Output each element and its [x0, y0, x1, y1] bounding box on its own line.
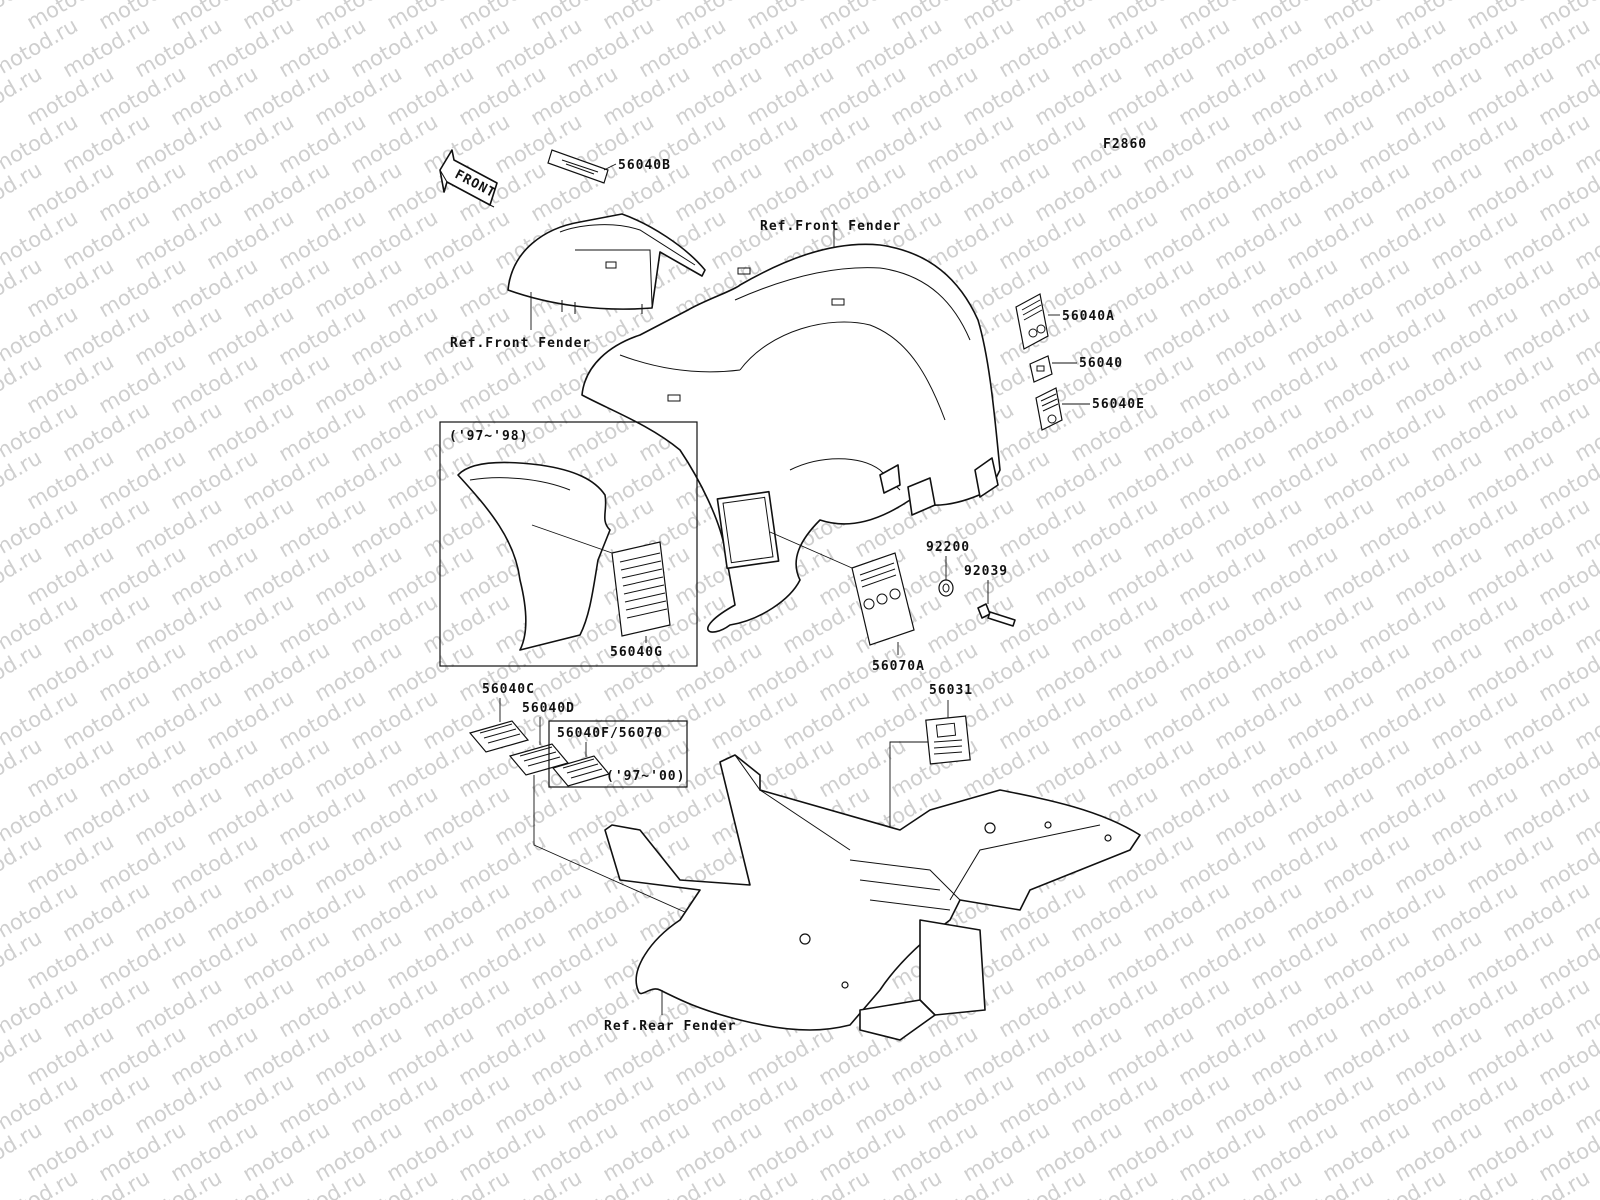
part-label-56040: 56040 — [1079, 356, 1123, 371]
washer-92200: 92200 — [926, 540, 970, 597]
part-label-92039: 92039 — [964, 564, 1008, 579]
part-label-56040b: 56040B — [618, 158, 671, 173]
decal-56040b: 56040B — [547, 149, 671, 184]
part-label-56031: 56031 — [929, 683, 973, 698]
part-label-56040e: 56040E — [1092, 397, 1145, 412]
inset-1997-1998: ('97~'98) 56040G — [439, 421, 698, 667]
part-label-92200: 92200 — [926, 540, 970, 555]
bolt-92039: 92039 — [964, 564, 1016, 627]
ref-rear-fender: Ref.Rear Fender — [604, 1019, 736, 1034]
ref-front-fender-left: Ref.Front Fender — [450, 336, 591, 351]
part-label-56040c: 56040C — [482, 682, 535, 697]
decal-group-c-d-f: 56040C 56040D 56040F/56070 ('97~'00) — [468, 682, 715, 938]
part-label-56040g: 56040G — [610, 645, 663, 660]
part-label-56040d: 56040D — [522, 701, 575, 716]
part-label-56040f-56070: 56040F/56070 — [557, 726, 663, 741]
part-label-56070a: 56070A — [872, 659, 925, 674]
part-label-56040a: 56040A — [1062, 309, 1115, 324]
decal-56040: 56040 — [1029, 355, 1123, 383]
figure-code: F2860 — [1103, 137, 1147, 152]
years-range-label: ('97~'00) — [606, 769, 685, 784]
front-fender-body: Ref.Front Fender — [581, 219, 1001, 633]
decal-56040a: 56040A — [1015, 293, 1115, 350]
decal-56040e: 56040E — [1035, 387, 1145, 431]
ref-front-fender-top: Ref.Front Fender — [760, 219, 901, 234]
front-fender-top-cover: Ref.Front Fender — [450, 213, 706, 351]
decal-56070a: 56070A — [769, 531, 925, 674]
rear-fender-body: Ref.Rear Fender — [604, 754, 1141, 1041]
inset-years-label: ('97~'98) — [449, 429, 528, 444]
